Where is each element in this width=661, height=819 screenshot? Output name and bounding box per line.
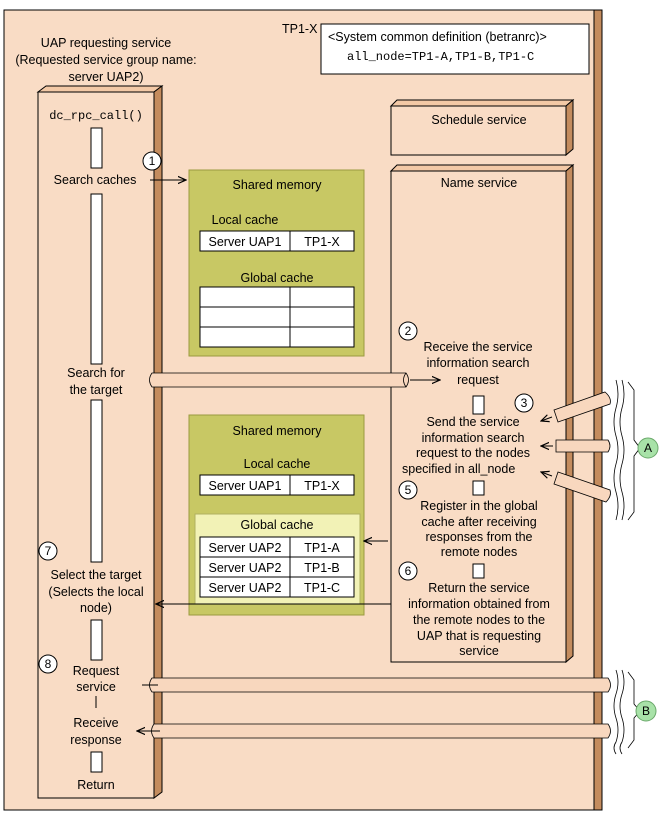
sm2-local-cache: Local cache <box>244 457 311 471</box>
connector-a <box>637 437 659 459</box>
step-6-number: 6 <box>405 564 412 578</box>
sm1-global-table <box>199 286 355 348</box>
step-8-marker <box>38 654 58 674</box>
uap-process-bar <box>90 193 103 365</box>
name-service-process-bar <box>472 563 485 579</box>
uap-select-target-1: Select the target <box>50 568 142 582</box>
step-7-number: 7 <box>45 544 52 558</box>
sm2-global-cell: TP1-B <box>304 561 339 575</box>
connector-b <box>635 700 657 722</box>
sysdef-code: betranrc <box>490 30 536 44</box>
sm2-global-cell: TP1-C <box>304 581 340 595</box>
uap-title-3: server UAP2) <box>68 70 143 84</box>
schedule-service-box <box>389 98 575 157</box>
step3-text-1: Send the service <box>426 415 519 429</box>
step6-text-3: the remote nodes to the <box>413 613 545 627</box>
system-definition-box: <System common definition (betranrc)> al… <box>320 23 590 75</box>
step2-text-3: request <box>457 373 499 387</box>
break-marks-b <box>613 669 625 755</box>
pipe-request-service <box>149 677 611 693</box>
sm2-local-cell: Server UAP1 <box>209 479 282 493</box>
sm1-local-table <box>199 230 355 252</box>
name-service-process-bar <box>472 395 485 415</box>
step6-text-1: Return the service <box>428 581 529 595</box>
uap-request-service-1: Request <box>73 664 120 678</box>
step5-text-1: Register in the global <box>420 499 537 513</box>
uap-search-target-2: the target <box>70 383 123 397</box>
uap-receive-response-2: response <box>70 733 121 747</box>
uap-process-bar <box>90 751 103 773</box>
pipe-remote-a2 <box>541 439 611 453</box>
name-service-process-bar <box>472 480 485 496</box>
step-3-marker <box>514 393 534 413</box>
uap-process-bar <box>90 399 103 563</box>
step3-last-prefix: specified in <box>402 462 468 476</box>
step-6-marker <box>398 561 418 581</box>
step6-text-2: information obtained from <box>408 597 550 611</box>
pipe-remote-a3 <box>541 472 611 503</box>
svg-text:specified in all_node: specified in all_node <box>402 462 515 476</box>
sm2-global-cache: Global cache <box>241 518 314 532</box>
sm1-title: Shared memory <box>233 178 323 192</box>
step3-text-2: information search <box>422 431 525 445</box>
pipe-remote-a1 <box>541 391 611 423</box>
step5-text-3: responses from the <box>426 530 533 544</box>
uap-process-bar <box>90 619 103 661</box>
step-2-number: 2 <box>405 324 412 338</box>
step2-text-2: information search <box>427 356 530 370</box>
step-2-marker <box>398 321 418 341</box>
sm2-global-cell: TP1-A <box>304 541 340 555</box>
step-1-number: 1 <box>149 154 156 168</box>
uap-receive-response-1: Receive <box>73 716 118 730</box>
node-label: TP1-X <box>282 22 318 36</box>
step-3-number: 3 <box>521 396 528 410</box>
name-service-label: Name service <box>441 176 517 190</box>
sysdef-prefix: <System common definition ( <box>328 30 490 44</box>
step2-text-1: Receive the service <box>423 340 532 354</box>
sysdef-suffix: )> <box>535 30 546 44</box>
step-5-number: 5 <box>405 483 412 497</box>
sm2-global-table <box>199 536 355 598</box>
connector-b-label: B <box>642 704 650 718</box>
uap-title-2: (Requested service group name: <box>15 53 196 67</box>
step-5-marker <box>398 480 418 500</box>
uap-search-target-1: Search for <box>67 366 125 380</box>
pipe-search-target <box>149 372 409 388</box>
step-1-marker <box>142 151 162 171</box>
uap-title-1: UAP requesting service <box>41 36 171 50</box>
step5-text-4: remote nodes <box>441 545 517 559</box>
uap-return: Return <box>77 778 115 792</box>
step3-text-3: request to the nodes <box>416 446 530 460</box>
step-7-marker <box>38 541 58 561</box>
step6-text-5: service <box>459 644 499 658</box>
schedule-service-label: Schedule service <box>431 113 526 127</box>
sm2-global-cell: Server UAP2 <box>209 541 282 555</box>
sm2-local-cell: TP1-X <box>304 479 340 493</box>
uap-search-caches: Search caches <box>54 173 137 187</box>
break-marks-a <box>613 379 625 521</box>
sm2-local-table <box>199 474 355 496</box>
step3-last-code: all_node <box>468 462 515 476</box>
svg-text:<System common definition (bet: <System common definition (betranrc)> <box>328 30 547 44</box>
sm2-global-cell: Server UAP2 <box>209 581 282 595</box>
uap-call: dc_rpc_call() <box>49 109 143 123</box>
sm1-global-cache: Global cache <box>241 271 314 285</box>
sm2-global-cell: Server UAP2 <box>209 561 282 575</box>
uap-request-service-2: service <box>76 680 116 694</box>
sm2-title: Shared memory <box>233 424 323 438</box>
uap-process-bar <box>90 127 103 169</box>
sm1-local-cell: TP1-X <box>304 235 340 249</box>
pipe-receive-response <box>151 723 611 739</box>
sm1-local-cache: Local cache <box>212 213 279 227</box>
sysdef-all-node: all_node=TP1-A,TP1-B,TP1-C <box>347 50 534 64</box>
step5-text-2: cache after receiving <box>421 515 536 529</box>
step-8-number: 8 <box>45 657 52 671</box>
connector-a-label: A <box>644 441 652 455</box>
uap-select-target-2: (Selects the local <box>48 585 143 599</box>
step6-text-4: UAP that is requesting <box>417 629 541 643</box>
uap-select-target-3: node) <box>80 601 112 615</box>
sm1-local-cell: Server UAP1 <box>209 235 282 249</box>
